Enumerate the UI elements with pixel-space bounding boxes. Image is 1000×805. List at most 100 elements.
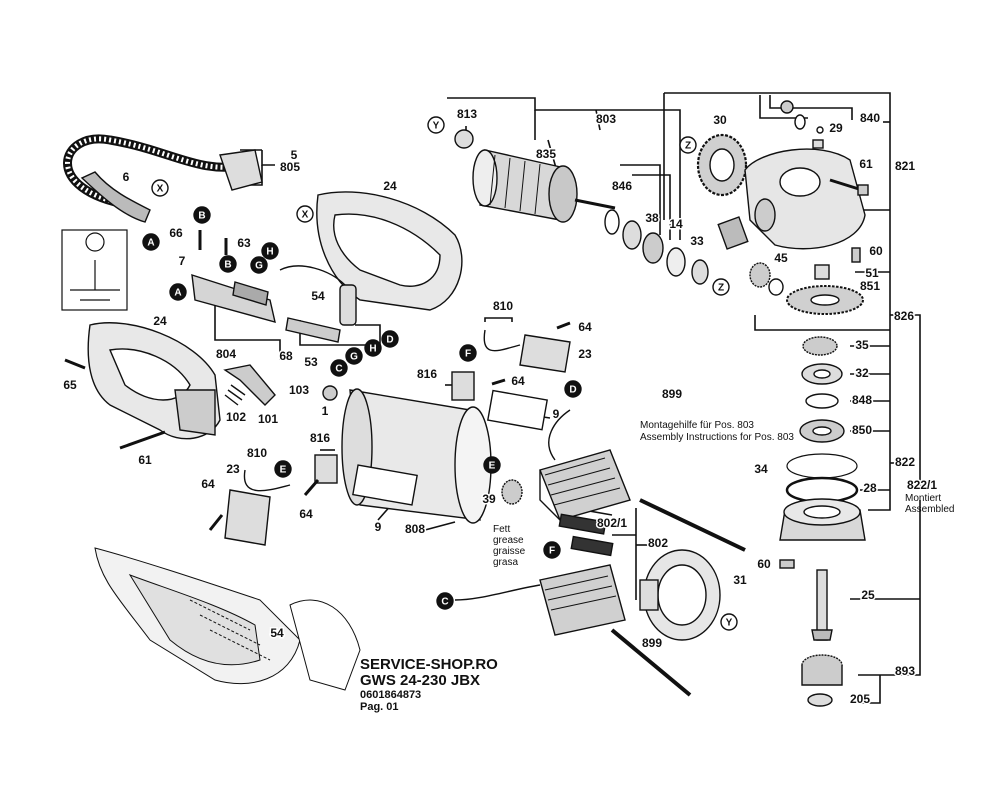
connection-mark-z: Z — [712, 278, 730, 296]
grease-note-line3: graisse — [493, 546, 526, 557]
screw-part — [556, 321, 571, 330]
assembled-note-line2: Assembled — [905, 504, 954, 515]
part-label-28: 28 — [863, 481, 877, 495]
part-label-893: 893 — [895, 664, 915, 678]
connection-mark-letter: Y — [433, 121, 440, 132]
screw-part — [119, 430, 166, 450]
connection-mark-e: E — [483, 456, 501, 474]
connection-mark-letter: X — [302, 210, 309, 221]
connection-mark-letter: Z — [718, 283, 724, 294]
part-label-205: 205 — [850, 692, 870, 706]
part-label-39: 39 — [482, 492, 496, 506]
part-label-66: 66 — [169, 226, 183, 240]
nut-part — [768, 278, 784, 296]
housing-half-left — [87, 322, 221, 440]
part-label-35: 35 — [855, 338, 869, 352]
bevel-gear-hole — [810, 294, 840, 306]
connection-mark-circle — [345, 347, 363, 365]
cable-part — [243, 469, 291, 492]
cable-part — [454, 584, 541, 601]
brush-pad-part — [570, 535, 614, 557]
footer-info: SERVICE-SHOP.RO GWS 24-230 JBX 060186487… — [360, 657, 498, 713]
screw-part — [303, 479, 320, 496]
connection-mark-letter: A — [174, 288, 181, 299]
part-label-24: 24 — [153, 314, 167, 328]
part-label-31: 31 — [733, 573, 747, 587]
connection-mark-c: C — [330, 359, 348, 377]
cable-part — [483, 329, 521, 352]
part-label-851: 851 — [860, 279, 880, 293]
connection-mark-c: C — [436, 592, 454, 610]
connection-mark-circle — [250, 256, 268, 274]
ring-part — [816, 126, 824, 134]
model-name: GWS 24-230 JBX — [360, 672, 481, 689]
brush-holder-part — [451, 371, 475, 401]
part-label-60: 60 — [757, 557, 771, 571]
connection-mark-circle — [151, 179, 169, 197]
part-label-816: 816 — [417, 367, 437, 381]
part-label-899: 899 — [642, 636, 662, 650]
screw-part — [64, 358, 86, 370]
connection-mark-circle — [169, 283, 187, 301]
connection-mark-d: D — [564, 380, 582, 398]
part-label-810: 810 — [493, 299, 513, 313]
brush-holder-part — [314, 454, 338, 484]
connection-mark-y: Y — [427, 116, 445, 134]
part-label-33: 33 — [690, 234, 704, 248]
connection-mark-z: Z — [679, 136, 697, 154]
connection-mark-circle — [142, 233, 160, 251]
part-label-32: 32 — [855, 366, 869, 380]
connection-mark-y: Y — [720, 613, 738, 631]
connection-mark-letter: G — [255, 261, 263, 272]
part-label-813: 813 — [457, 107, 477, 121]
connection-mark-letter: B — [224, 260, 231, 271]
connection-mark-circle — [459, 344, 477, 362]
bushing-part — [814, 264, 830, 280]
components — [61, 100, 869, 707]
part-label-805: 805 — [280, 160, 300, 174]
screw-part — [491, 378, 506, 386]
connection-mark-a: A — [142, 233, 160, 251]
connection-mark-circle — [436, 592, 454, 610]
part-label-64: 64 — [578, 320, 592, 334]
knob-part — [322, 385, 338, 401]
part-label-38: 38 — [645, 211, 659, 225]
part-label-53: 53 — [304, 355, 318, 369]
part-label-846: 846 — [612, 179, 632, 193]
part-label-64: 64 — [201, 477, 215, 491]
connection-mark-b: B — [193, 206, 211, 224]
connection-mark-circle — [720, 613, 738, 631]
part-label-5: 5 — [291, 148, 298, 162]
part-label-103: 103 — [289, 383, 309, 397]
part-label-1: 1 — [322, 404, 329, 418]
part-number: 0601864873 — [360, 689, 422, 701]
end-shield-part — [639, 549, 721, 641]
connection-mark-circle — [483, 456, 501, 474]
connection-mark-letter: C — [441, 597, 448, 608]
switch-assembly — [191, 274, 341, 406]
housing-half-right — [316, 191, 463, 326]
connection-mark-circle — [364, 339, 382, 357]
connection-mark-letter: C — [335, 364, 342, 375]
part-label-822-1: 822/1 — [907, 478, 937, 492]
grease-note-line2: grease — [493, 535, 524, 546]
connection-mark-circle — [193, 206, 211, 224]
part-label-23: 23 — [578, 347, 592, 361]
connection-mark-letter: E — [489, 461, 496, 472]
spring-part — [794, 114, 806, 130]
part-label-64: 64 — [299, 507, 313, 521]
connection-mark-circle — [330, 359, 348, 377]
screw-part — [208, 514, 224, 531]
screw-part — [829, 178, 863, 192]
grease-note-line4: grasa — [493, 557, 518, 568]
part-label-9: 9 — [375, 520, 382, 534]
part-label-803: 803 — [596, 112, 616, 126]
part-label-25: 25 — [861, 588, 875, 602]
part-label-802-1: 802/1 — [597, 516, 627, 530]
connection-mark-circle — [564, 380, 582, 398]
part-label-835: 835 — [536, 147, 556, 161]
connection-mark-circle — [274, 460, 292, 478]
part-label-802: 802 — [648, 536, 668, 550]
